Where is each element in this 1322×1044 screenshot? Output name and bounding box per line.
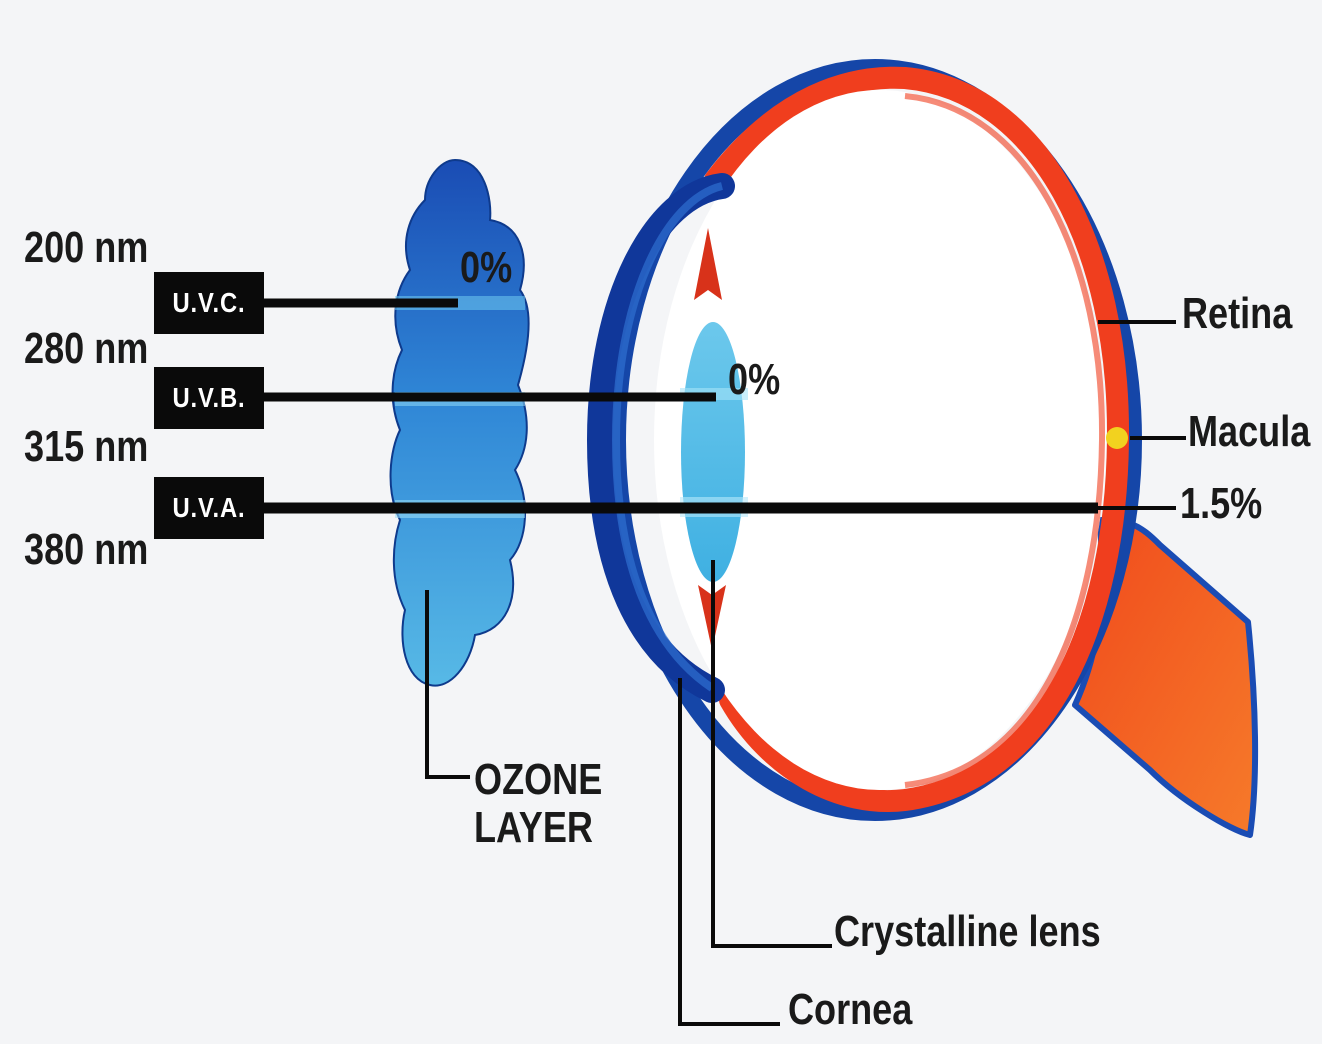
crystalline-lens-label: Crystalline lens (834, 907, 1101, 956)
cornea-label: Cornea (788, 985, 913, 1034)
macula-label: Macula (1188, 407, 1311, 456)
wavelength-label: 315 nm (24, 422, 149, 471)
uvc-box: U.V.C. (154, 272, 264, 334)
ozone-label-line2: LAYER (474, 803, 593, 852)
ozone-percentage: 0% (460, 243, 513, 292)
uvc-label: U.V.C. (172, 287, 246, 318)
cornea (586, 173, 735, 703)
wavelength-label: 200 nm (24, 223, 149, 272)
uvb-label: U.V.B. (172, 382, 246, 413)
cornea-leader (678, 678, 780, 1026)
lens-leader (711, 560, 832, 948)
uva-box: U.V.A. (154, 477, 264, 539)
lens-percentage: 0% (728, 355, 781, 404)
uva-label: U.V.A. (172, 492, 246, 523)
wavelength-label: 380 nm (24, 525, 149, 574)
ozone-leader (425, 590, 470, 779)
macula-dot (1106, 427, 1128, 449)
wavelength-label: 280 nm (24, 324, 149, 373)
retina-label: Retina (1182, 289, 1293, 338)
ozone-cloud (389, 158, 530, 687)
retina-percentage: 1.5% (1180, 479, 1263, 528)
ozone-layer-label: OZONE LAYER (474, 756, 602, 852)
ozone-label-line1: OZONE (474, 755, 603, 804)
lens-arrow-up (694, 228, 722, 300)
uvb-box: U.V.B. (154, 367, 264, 429)
